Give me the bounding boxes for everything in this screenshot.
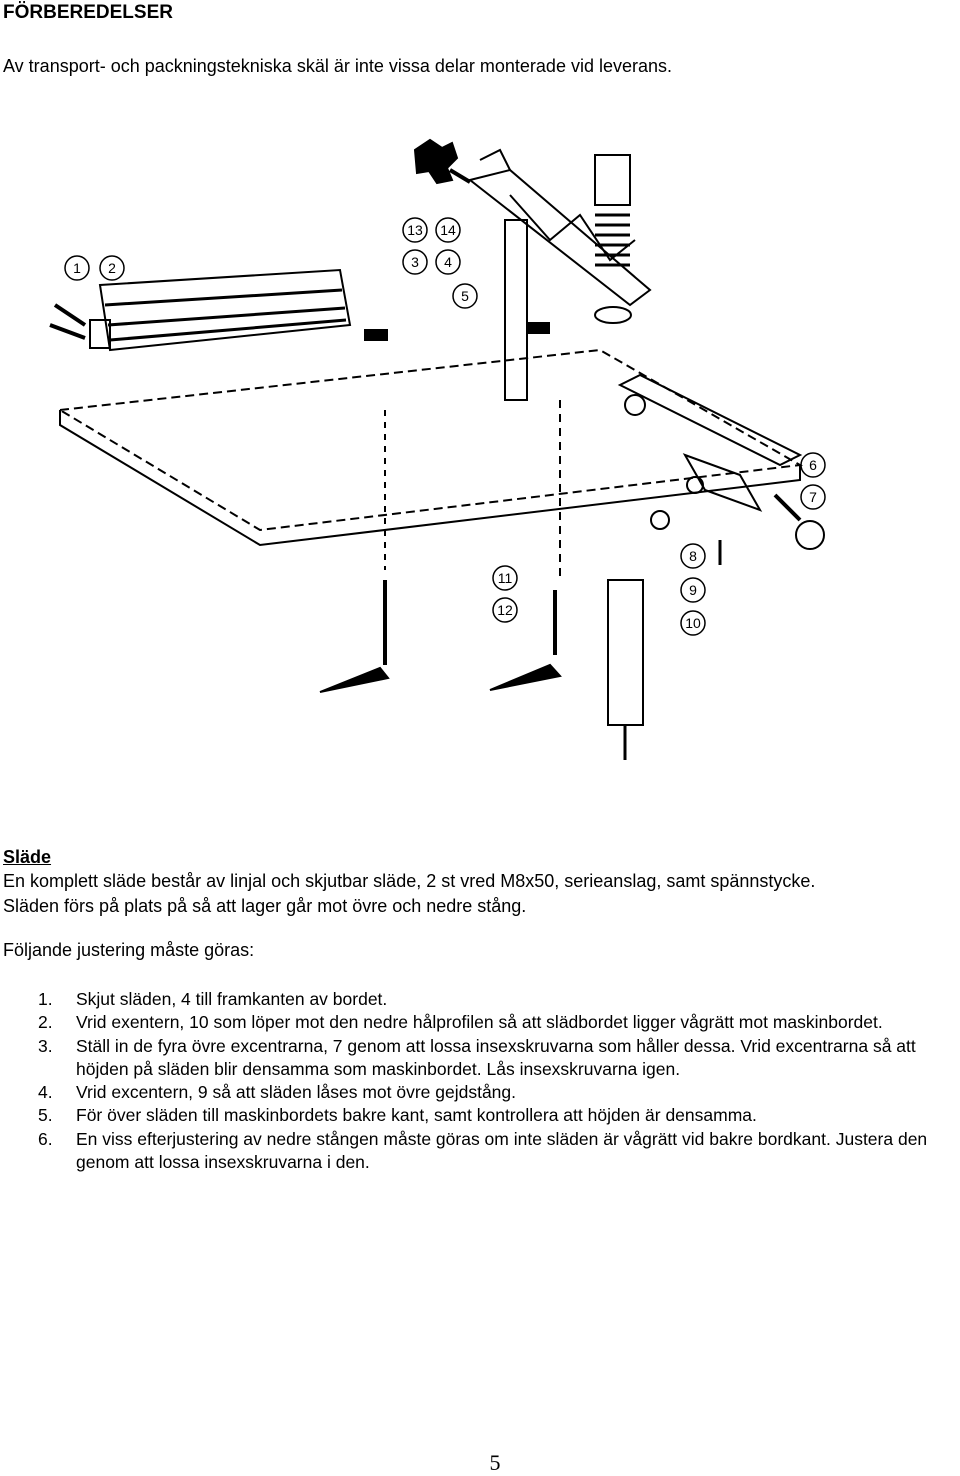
page-number: 5 [489, 1450, 501, 1475]
step-item: 2. Vrid exentern, 10 som löper mot den ne… [38, 1011, 953, 1034]
callout-2: 2 [108, 260, 116, 276]
section-line-2: Släden förs på plats på så att lager går… [3, 896, 527, 916]
step-number: 6. [38, 1128, 53, 1149]
step-text: För över släden till maskinbordets bakre… [76, 1105, 757, 1126]
step-number: 3. [38, 1035, 53, 1056]
intro-paragraph: Av transport- och packningstekniska skäl… [3, 56, 672, 76]
step-item: 1. Skjut släden, 4 till framkanten av bor… [38, 988, 953, 1011]
section-line-1: En komplett släde består av linjal och s… [3, 871, 816, 891]
step-text: Vrid exentern, 10 som löper mot den nedr… [76, 1012, 883, 1033]
section-title: Släde [3, 847, 52, 867]
callout-10: 10 [685, 615, 701, 631]
exploded-assembly-drawing: 1 2 13 14 3 4 5 6 7 8 9 10 11 12 [49, 138, 826, 760]
page-heading: FÖRBEREDELSER [3, 2, 173, 23]
step-text: Ställ in de fyra övre excentrarna, 7 gen… [76, 1035, 916, 1079]
step-item: 4. Vrid excentern, 9 så att släden låses … [38, 1081, 953, 1104]
callout-8: 8 [689, 548, 697, 564]
step-number: 4. [38, 1082, 53, 1103]
callout-1: 1 [73, 260, 81, 276]
callout-12: 12 [497, 602, 513, 618]
step-text: Vrid excentern, 9 så att släden låses mo… [76, 1082, 517, 1103]
adjustment-lead: Följande justering måste göras: [3, 940, 255, 960]
step-item: 5. För över släden till maskinbordets bak… [38, 1104, 953, 1127]
step-number: 5. [38, 1105, 53, 1126]
callout-4: 4 [444, 254, 452, 270]
callout-5: 5 [461, 288, 469, 304]
adjustment-steps: 1. Skjut släden, 4 till framkanten av bor… [38, 988, 953, 1174]
step-item: 6. En viss efterjustering av nedre stånge… [38, 1128, 953, 1175]
step-item: 3. Ställ in de fyra övre excentrarna, 7 g… [38, 1035, 953, 1082]
step-number: 1. [38, 989, 53, 1009]
step-text: En viss efterjustering av nedre stången … [76, 1128, 928, 1173]
step-number: 2. [38, 1012, 53, 1033]
step-text: Skjut släden, 4 till framkanten av borde… [76, 989, 388, 1009]
callout-11: 11 [498, 570, 513, 586]
callout-14: 14 [440, 222, 456, 238]
callout-6: 6 [809, 457, 817, 473]
callout-7: 7 [809, 489, 817, 505]
callout-9: 9 [689, 582, 697, 598]
callout-3: 3 [411, 254, 419, 270]
callout-13: 13 [407, 222, 423, 238]
